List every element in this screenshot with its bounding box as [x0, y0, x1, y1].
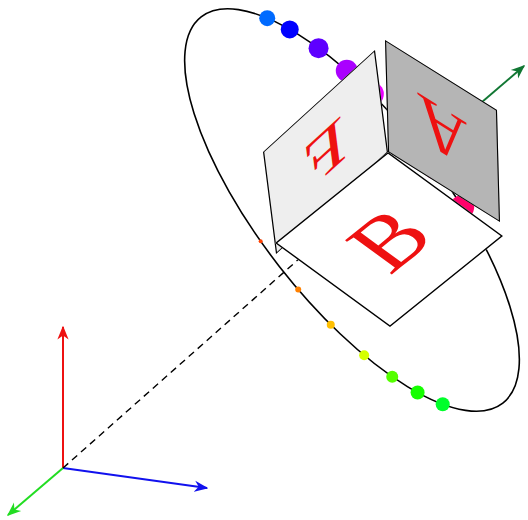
orbit-dot — [259, 239, 263, 243]
x-axis — [8, 468, 63, 515]
orbit-dot — [436, 397, 450, 411]
orbit-dot — [295, 286, 301, 292]
dashed-position-line — [63, 258, 300, 468]
face-letter: B — [330, 195, 448, 285]
orbit-dot — [259, 10, 275, 26]
orbit-dot — [411, 385, 425, 399]
face-letter: F — [302, 103, 349, 201]
orbit-dot — [359, 350, 369, 360]
face-letter: A — [416, 81, 468, 182]
z-axis — [62, 327, 64, 468]
y-axis — [63, 468, 207, 488]
orbit-dot — [309, 38, 329, 58]
orbit-dot — [281, 20, 299, 38]
orbit-dot — [327, 321, 335, 329]
orbit-ellipse — [129, 0, 528, 460]
orbit-dot — [386, 371, 398, 383]
